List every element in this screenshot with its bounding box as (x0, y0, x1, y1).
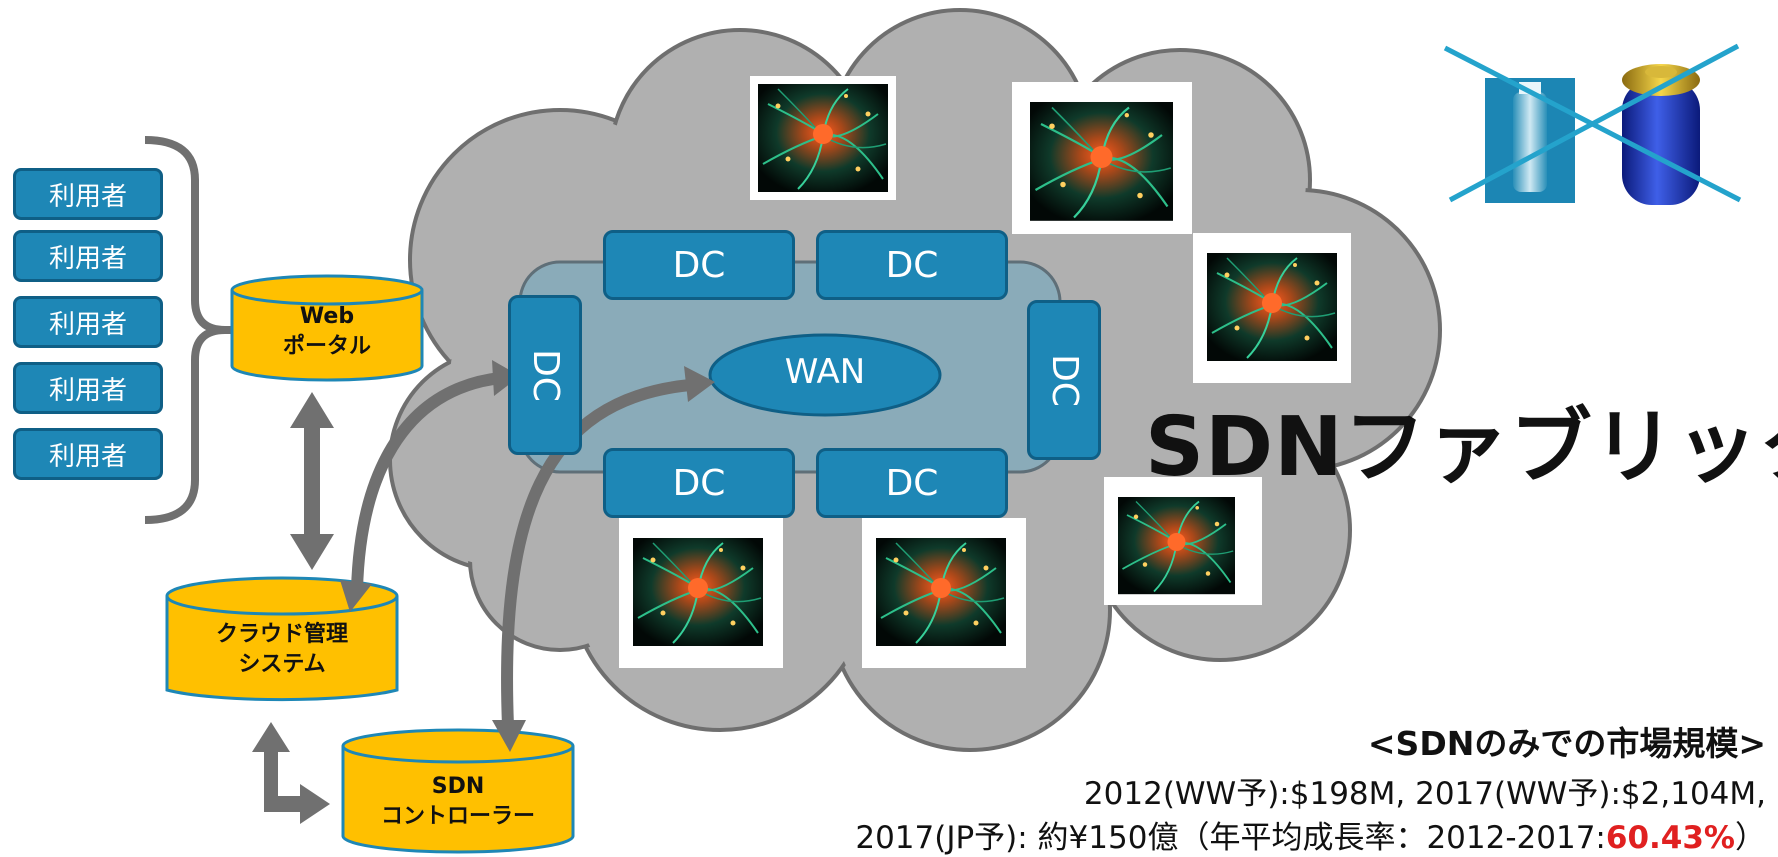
cloud-mgmt-cylinder (165, 576, 399, 702)
cross-out-icon (1443, 43, 1742, 203)
neuron-image-icon (619, 518, 783, 668)
dc-node: DC (508, 295, 582, 455)
controller-wan-arrow (492, 366, 715, 752)
dc-node: DC (603, 230, 795, 300)
dc-node: DC (816, 230, 1008, 300)
battery-icon (1622, 64, 1700, 205)
portal-mgmt-arrow (290, 392, 334, 570)
cloud-mgmt-label: クラウド管理システム (215, 622, 348, 677)
market-line-1: 2012(WW予):$198M, 2017(WW予):$2,104M, (1083, 776, 1766, 812)
user-box: 利用者 (13, 362, 163, 414)
wan-label: WAN (784, 352, 866, 392)
user-box: 利用者 (13, 428, 163, 480)
dc-node: DC (816, 448, 1008, 518)
user-box: 利用者 (13, 230, 163, 282)
growth-rate-value: 60.43% (1605, 820, 1735, 856)
web-portal-cylinder (230, 274, 424, 382)
neuron-image-icon (1193, 233, 1351, 383)
market-line-2: 2017(JP予): 約¥150億（年平均成長率：2012-2017:60.43… (855, 820, 1766, 856)
neuron-image-icon (862, 518, 1026, 668)
neuron-image-icon (1012, 82, 1192, 234)
fabric-title: SDNファブリック (1145, 400, 1778, 495)
mgmt-dc-arrow (340, 360, 520, 612)
wan-node (708, 333, 942, 417)
neuron-image-icon (750, 76, 896, 200)
dc-node: DC (1027, 300, 1101, 460)
user-box: 利用者 (13, 168, 163, 220)
neuron-image-icon (1104, 477, 1262, 605)
market-title: <SDNのみでの市場規模> (1367, 724, 1766, 763)
user-box: 利用者 (13, 296, 163, 348)
dc-node: DC (603, 448, 795, 518)
mgmt-controller-arrow (252, 722, 330, 824)
